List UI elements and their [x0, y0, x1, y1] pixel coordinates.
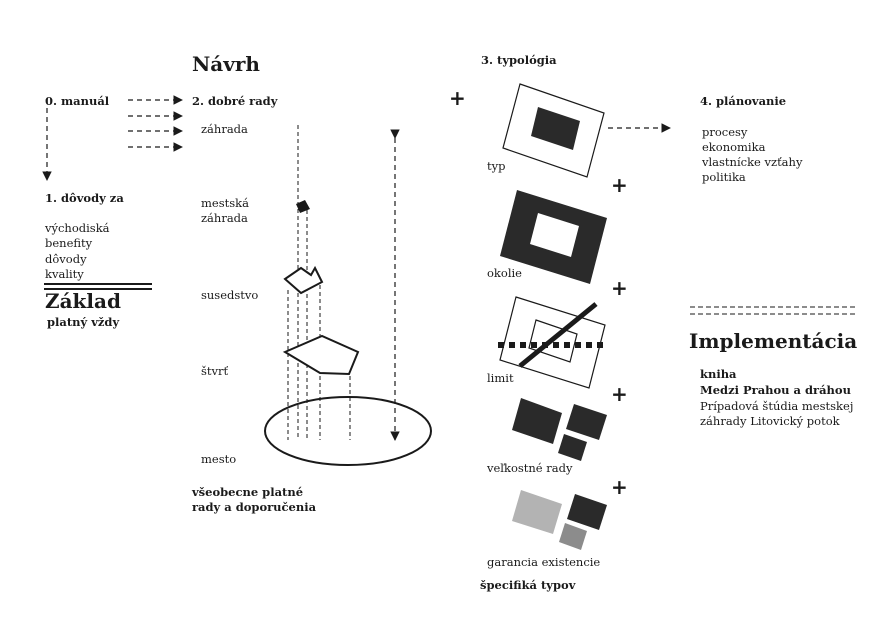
reasons-label: 1. dôvody za	[45, 191, 124, 205]
typology-label: 3. typológia	[481, 53, 557, 67]
basis-title: Základ	[45, 289, 121, 313]
size-series-label: veľkostné rady	[487, 461, 573, 475]
implementation-title: Implementácia	[689, 329, 858, 353]
plus-sign: +	[449, 86, 466, 110]
garden-shape	[296, 200, 310, 213]
surroundings-label: okolie	[487, 266, 522, 280]
design-title: Návrh	[192, 52, 260, 76]
general-advice-line2: rady a doporučenia	[192, 500, 317, 514]
plus-sign: +	[611, 173, 628, 197]
size-series-icon	[512, 398, 607, 461]
book-description-line1: Prípadová štúdia mestskej	[700, 399, 854, 413]
scale-label-neighbourhood: susedstvo	[201, 288, 259, 302]
plus-sign: +	[611, 382, 628, 406]
basis-subtitle: platný vždy	[47, 315, 120, 329]
scale-label-city: mesto	[201, 452, 237, 466]
limit-icon	[498, 296, 608, 389]
reasons-item: benefity	[45, 236, 93, 250]
planning-label: 4. plánovanie	[700, 94, 787, 108]
scale-label-urban: mestská	[201, 196, 249, 210]
planning-item: politika	[702, 170, 746, 184]
reasons-item: kvality	[45, 267, 84, 281]
plus-sign: +	[611, 276, 628, 300]
reasons-item: východiská	[45, 221, 110, 235]
good-advice-label: 2. dobré rady	[192, 94, 278, 108]
planning-item: ekonomika	[702, 140, 766, 154]
neighbourhood-shape	[283, 265, 324, 295]
scale-label-district: štvrť	[201, 364, 229, 378]
planning-item: vlastnícke vzťahy	[702, 155, 803, 169]
reasons-item: dôvody	[45, 252, 87, 266]
book-label: kniha	[700, 367, 737, 381]
type-label: typ	[487, 159, 506, 173]
surroundings-icon	[500, 190, 607, 284]
existence-label: garancia existencie	[487, 555, 601, 569]
book-description-line2: záhrady Litovický potok	[700, 414, 840, 428]
city-ellipse	[264, 396, 432, 466]
general-advice-line1: všeobecne platné	[192, 485, 304, 499]
scale-label-garden: záhrada	[201, 122, 248, 136]
limit-label: limit	[487, 371, 514, 385]
type-icon	[502, 83, 605, 178]
plus-sign: +	[611, 475, 628, 499]
existence-icon	[512, 490, 607, 550]
type-specifics-label: špecifiká typov	[480, 578, 576, 592]
scale-label-urban-garden: záhrada	[201, 211, 248, 225]
manual-label: 0. manuál	[45, 94, 110, 108]
planning-item: procesy	[702, 125, 748, 139]
book-title: Medzi Prahou a dráhou	[700, 383, 851, 397]
district-shape	[282, 334, 360, 376]
